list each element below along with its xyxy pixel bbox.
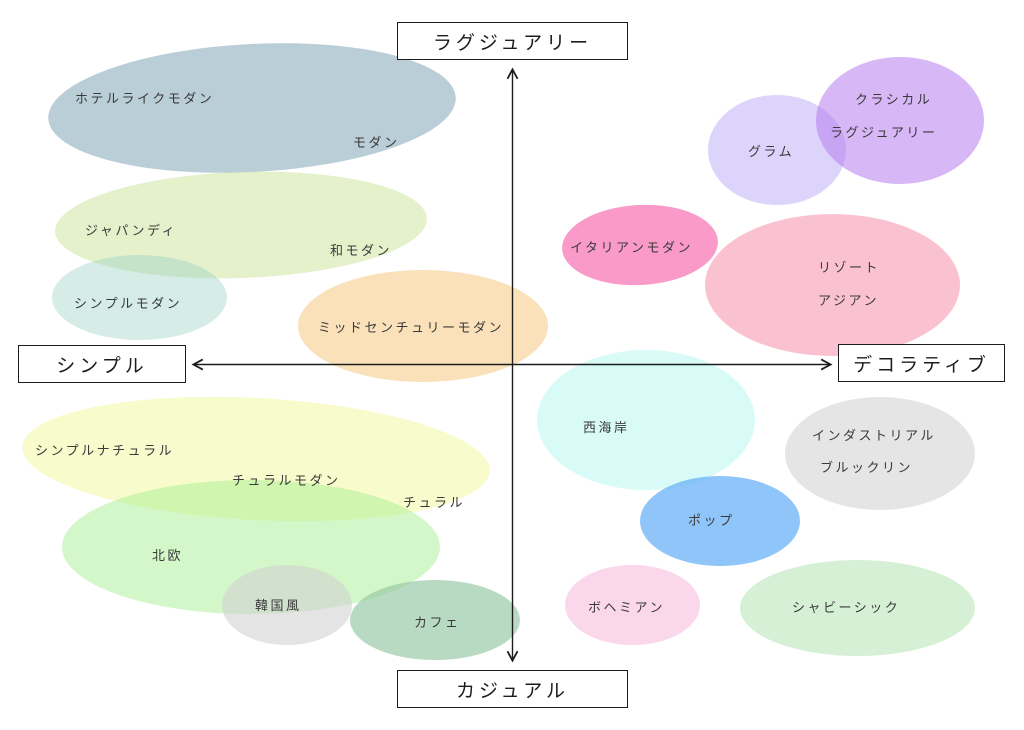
west-coast-label: 西海岸 [583,420,630,435]
bohemian-label: ボヘミアン [588,600,665,615]
industrial-brooklyn-label: ブルックリン [820,460,914,475]
simple-natural-label: チュラル [403,495,466,510]
cafe-label: カフェ [414,615,461,630]
classical-luxury-label: ラグジュアリー [830,125,938,140]
bohemian-blob [565,565,700,645]
shabby-chic-label: シャビーシック [792,600,901,615]
pop-blob [640,476,800,566]
hokuou-label: 北欧 [152,548,184,563]
shabby-chic-blob [740,560,975,656]
simple-modern-label: シンプルモダン [74,296,183,311]
korean-style-blob [222,565,352,645]
axis-label-left: シンプル [18,345,186,383]
industrial-brooklyn-label: インダストリアル [812,428,936,443]
korean-style-label: 韓国風 [255,598,302,613]
classical-luxury-label: クラシカル [855,92,933,107]
cafe-blob [350,580,520,660]
hotel-like-modern-label: ホテルライクモダン [75,91,215,106]
west-coast-blob [537,350,755,490]
simple-natural-label: シンプルナチュラル [35,443,175,458]
simple-modern-blob [52,255,227,340]
japandi-label: 和モダン [330,243,393,258]
japandi-label: ジャパンディ [85,223,178,238]
italian-modern-label: イタリアンモダン [570,240,693,255]
hotel-like-modern-label: モダン [353,135,400,150]
pop-label: ポップ [688,513,735,528]
axis-label-bottom: カジュアル [397,670,628,708]
resort-asian-label: アジアン [818,293,879,308]
resort-asian-blob [705,214,960,356]
resort-asian-label: リゾート [818,260,881,275]
industrial-brooklyn-blob [785,397,975,510]
classical-luxury-blob [816,57,984,184]
simple-natural-label: チュラルモダン [232,473,341,488]
axis-label-top: ラグジュアリー [397,22,628,60]
axis-label-right: デコラティブ [838,344,1005,382]
mid-century-modern-label: ミッドセンチュリーモダン [318,320,505,335]
glam-label: グラム [748,144,795,159]
